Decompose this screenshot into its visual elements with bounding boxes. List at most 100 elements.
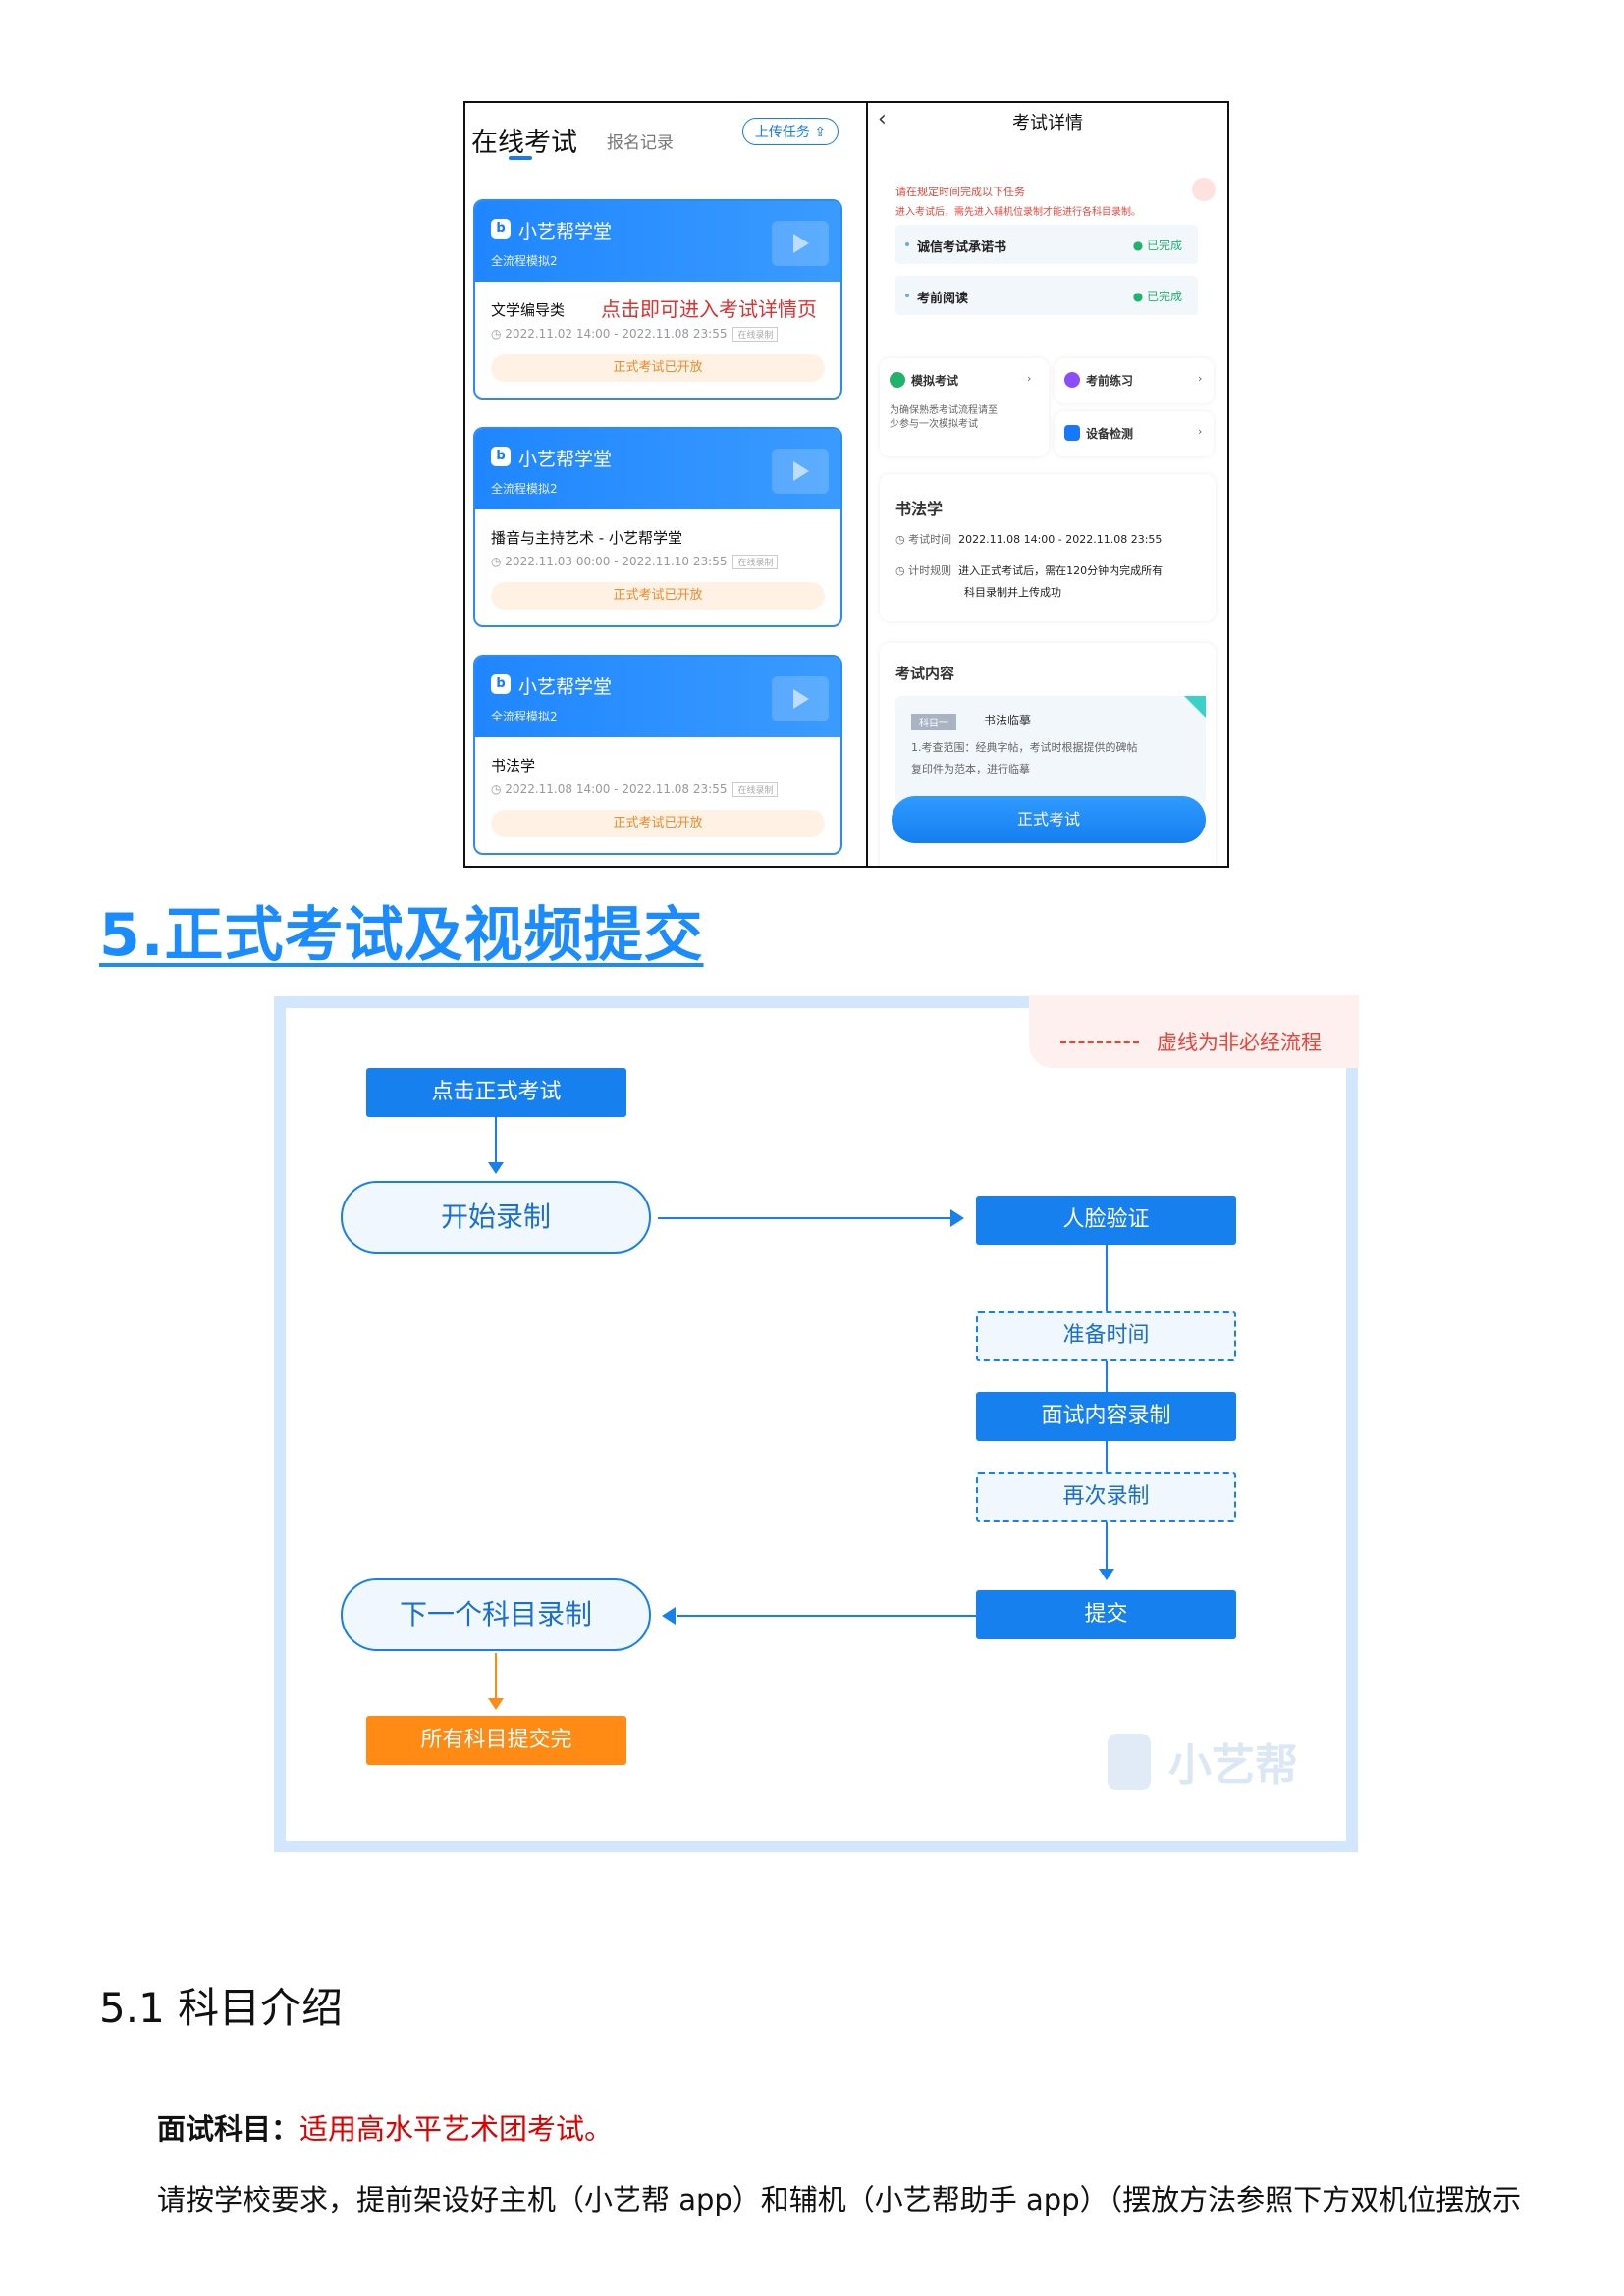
face-verify-box: 人脸验证	[976, 1196, 1236, 1245]
card-exam-name: 播音与主持艺术 - 小艺帮学堂	[491, 529, 682, 547]
subject-title: 书法学	[895, 500, 944, 518]
mock-desc: 少参与一次模拟考试	[890, 419, 978, 430]
practice-label: 考前练习	[1086, 374, 1134, 388]
brand-logo-icon: b	[491, 219, 511, 239]
exam-time-label: 考试时间	[908, 533, 952, 546]
start-recording-node: 开始录制	[341, 1181, 651, 1254]
subject-desc: 适用高水平艺术团考试。	[299, 2112, 614, 2146]
annotation-text: 点击即可进入考试详情页	[601, 297, 817, 321]
legend-box	[1029, 995, 1359, 1068]
done-status: ● 已完成	[1132, 239, 1182, 252]
subject-name: 书法临摹	[984, 714, 1032, 727]
instruction-paragraph: 请按学校要求，提前架设好主机（小艺帮 app）和辅机（小艺帮助手 app）（摆放…	[157, 2183, 1522, 2216]
exam-content-card: 考试内容 科目一 书法临摹 1.考查范围：经典字帖，考试时根据提供的碑帖 复印件…	[880, 643, 1216, 866]
done-text: 已完成	[1146, 290, 1182, 303]
all-submitted-box: 所有科目提交完	[366, 1716, 626, 1765]
device-label: 设备检测	[1086, 427, 1134, 441]
mock-exam-card[interactable]: 模拟考试 › 为确保熟悉考试流程请至 少参与一次模拟考试	[880, 358, 1049, 456]
arrow-line	[658, 1217, 952, 1219]
subject-label: 面试科目：	[157, 2112, 300, 2146]
next-subject-node: 下一个科目录制	[341, 1578, 651, 1651]
practice-card[interactable]: 考前练习 ›	[1055, 358, 1214, 403]
start-exam-button[interactable]: 正式考试	[892, 796, 1206, 843]
done-text: 已完成	[1146, 239, 1182, 252]
timing-rule-row: ◷ 计时规则 进入正式考试后，需在120分钟内完成所有	[895, 564, 1164, 577]
card-subtitle: 全流程模拟2	[491, 482, 558, 496]
subject-detail: 复印件为范本，进行临摹	[911, 763, 1030, 775]
exam-card[interactable]: b 小艺帮学堂 全流程模拟2 播音与主持艺术 - 小艺帮学堂 ◷ 2022.11…	[473, 427, 842, 627]
card-header: b 小艺帮学堂 全流程模拟2	[475, 657, 840, 737]
submit-box: 提交	[976, 1590, 1236, 1639]
click-formal-exam-box: 点击正式考试	[366, 1068, 626, 1117]
subject-detail: 1.考查范围：经典字帖，考试时根据提供的碑帖	[911, 741, 1138, 754]
practice-icon	[1064, 372, 1080, 388]
tab-underline	[509, 156, 532, 160]
phone-screenshot-exam-list: 在线考试 报名记录 上传任务 ⇪ b 小艺帮学堂 全流程模拟2 文学编导类 ◷ …	[463, 101, 868, 868]
exam-time-row: ◷ 考试时间 2022.11.08 14:00 - 2022.11.08 23:…	[895, 533, 1163, 546]
arrow-line	[1106, 1522, 1108, 1573]
device-icon	[1064, 425, 1080, 441]
time-text: 2022.11.03 00:00 - 2022.11.10 23:55	[505, 555, 728, 568]
arrow-line	[1106, 1361, 1108, 1392]
task-notice: 请在规定时间完成以下任务	[895, 186, 1025, 198]
card-exam-name: 文学编导类	[491, 301, 566, 319]
prep-time-box: 准备时间	[976, 1311, 1236, 1361]
exam-info-card: 书法学 ◷ 考试时间 2022.11.08 14:00 - 2022.11.08…	[880, 474, 1216, 621]
play-icon	[772, 676, 829, 721]
play-icon	[772, 221, 829, 266]
phone-screenshot-exam-detail: ‹ 考试详情 请在规定时间完成以下任务 进入考试后，需先进入辅机位录制才能进行各…	[866, 101, 1229, 868]
time-text: 2022.11.08 14:00 - 2022.11.08 23:55	[505, 782, 728, 796]
arrow-line	[1106, 1441, 1108, 1472]
online-record-tag: 在线录制	[732, 782, 779, 797]
card-brand: 小艺帮学堂	[518, 221, 613, 242]
subject-block: 科目一 书法临摹 1.考查范围：经典字帖，考试时根据提供的碑帖 复印件为范本，进…	[895, 696, 1206, 804]
arrow-line	[677, 1615, 976, 1617]
online-exam-tab[interactable]: 在线考试	[471, 128, 577, 158]
watermark-logo-icon	[1108, 1734, 1151, 1790]
alert-icon	[1192, 178, 1216, 201]
device-check-card[interactable]: 设备检测 ›	[1055, 411, 1214, 456]
mock-desc: 为确保熟悉考试流程请至	[890, 405, 998, 416]
exam-open-button[interactable]: 正式考试已开放	[491, 810, 825, 837]
rule-text: 进入正式考试后，需在120分钟内完成所有	[958, 564, 1164, 577]
chevron-right-icon: ›	[1198, 425, 1203, 438]
exam-detail-title: 考试详情	[1012, 113, 1083, 133]
corner-flag	[1184, 696, 1206, 718]
task-label: 考前阅读	[917, 292, 969, 306]
chevron-right-icon: ›	[1198, 372, 1203, 385]
online-record-tag: 在线录制	[732, 555, 779, 569]
time-text: 2022.11.02 14:00 - 2022.11.08 23:55	[505, 327, 728, 341]
legend-text: 虚线为非必经流程	[1157, 1031, 1322, 1054]
arrow-head-down-icon	[488, 1698, 504, 1710]
arrow-head-down-icon	[1099, 1569, 1114, 1580]
exam-card[interactable]: b 小艺帮学堂 全流程模拟2 文学编导类 ◷ 2022.11.02 14:00 …	[473, 199, 842, 400]
subject-line: 面试科目：适用高水平艺术团考试。	[157, 2107, 613, 2148]
online-record-tag: 在线录制	[732, 327, 779, 342]
arrow-line-orange	[495, 1653, 497, 1702]
arrow-head-right-icon	[950, 1209, 964, 1227]
task-honesty-pledge[interactable]: 诚信考试承诺书 ● 已完成	[895, 225, 1198, 264]
back-chevron-icon[interactable]: ‹	[878, 107, 887, 132]
upload-task-button[interactable]: 上传任务 ⇪	[742, 118, 839, 145]
arrow-head-down-icon	[488, 1162, 504, 1174]
exam-open-button[interactable]: 正式考试已开放	[491, 582, 825, 610]
task-notice-detail: 进入考试后，需先进入辅机位录制才能进行各科目录制。	[895, 207, 1141, 218]
re-record-box: 再次录制	[976, 1472, 1236, 1522]
card-brand: 小艺帮学堂	[518, 449, 613, 470]
registration-record-tab[interactable]: 报名记录	[607, 133, 674, 153]
exam-open-button[interactable]: 正式考试已开放	[491, 354, 825, 382]
done-status: ● 已完成	[1132, 290, 1182, 303]
bullet-dot	[905, 242, 909, 246]
brand-logo-icon: b	[491, 674, 511, 694]
subsection-title: 5.1 科目介绍	[99, 1984, 344, 2032]
watermark-text: 小艺帮	[1168, 1740, 1298, 1790]
arrow-line	[495, 1117, 497, 1166]
task-label: 诚信考试承诺书	[917, 240, 1007, 255]
exam-card[interactable]: b 小艺帮学堂 全流程模拟2 书法学 ◷ 2022.11.08 14:00 - …	[473, 655, 842, 855]
rule-text-cont: 科目录制并上传成功	[964, 586, 1061, 599]
brand-logo-icon: b	[491, 447, 511, 466]
rule-label: 计时规则	[908, 564, 952, 577]
task-pre-reading[interactable]: 考前阅读 ● 已完成	[895, 276, 1198, 315]
